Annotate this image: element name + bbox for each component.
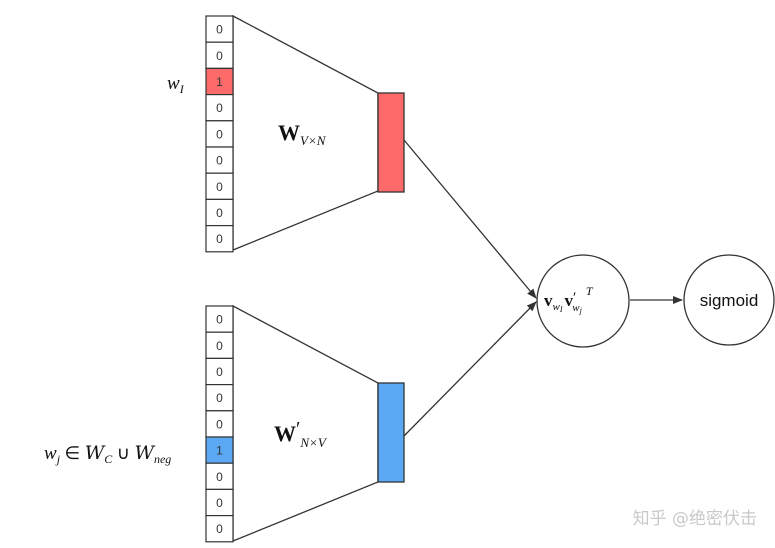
top-vector-cell-value: 0	[216, 154, 223, 168]
top-one-hot-vector: 0 0 1 0 0 0 0 0 0	[205, 15, 234, 253]
top-vector-label: wI	[167, 73, 185, 96]
top-vector-cell-value: 0	[216, 127, 223, 141]
top-embedding-box	[377, 92, 405, 193]
bottom-vector-cell	[205, 305, 234, 333]
bottom-vector-cell	[205, 357, 234, 386]
bottom-vector-cell	[205, 331, 234, 360]
bottom-vector-cell-hot	[205, 436, 234, 464]
top-vector-cell-value: 0	[216, 180, 223, 194]
bottom-vector-cell-value: 1	[216, 444, 223, 458]
bottom-vector-cell-value: 0	[216, 496, 223, 510]
watermark-text: 知乎 @绝密伏击	[633, 509, 757, 529]
top-vector-cell	[205, 41, 234, 70]
bottom-vector-cell-value: 0	[216, 313, 223, 327]
bottom-vector-cell-value: 0	[216, 391, 223, 405]
top-vector-cell-value: 0	[216, 23, 223, 37]
top-vector-cell-value: 0	[216, 206, 223, 220]
bottom-vector-cell	[205, 384, 234, 412]
bottom-vector-cell-value: 0	[216, 417, 223, 431]
bottom-one-hot-vector: 0 0 0 0 0 1 0 0 0	[205, 305, 234, 543]
top-vector-cell	[205, 225, 234, 253]
top-matrix-label: WV×N	[278, 120, 327, 148]
sigmoid-label: sigmoid	[700, 291, 759, 310]
top-vector-cell	[205, 146, 234, 174]
top-vector-cell	[205, 172, 234, 200]
top-vector-cell-value: 1	[216, 75, 223, 89]
top-vector-cell-value: 0	[216, 49, 223, 63]
top-vector-cell-value: 0	[216, 101, 223, 115]
bottom-to-dot-arrow	[403, 301, 537, 437]
bottom-embedding-box	[377, 382, 405, 483]
bottom-vector-cell-value: 0	[216, 365, 223, 379]
top-vector-cell	[205, 198, 234, 227]
dot-product-node	[536, 254, 630, 348]
bottom-vector-cell	[205, 410, 234, 438]
top-vector-cell-value: 0	[216, 232, 223, 246]
bottom-vector-cell	[205, 514, 234, 543]
bottom-vector-cell-value: 0	[216, 339, 223, 353]
top-to-dot-arrow	[403, 139, 537, 299]
bottom-vector-label: wj ∈ WC ∪ Wneg	[44, 442, 171, 466]
bottom-projection-shape	[232, 304, 379, 542]
sigmoid-node	[683, 254, 775, 346]
top-vector-cell	[205, 120, 234, 148]
bottom-vector-cell-value: 0	[216, 522, 223, 536]
bottom-matrix-label: W′N×V	[274, 418, 328, 450]
bottom-vector-cell-value: 0	[216, 470, 223, 484]
